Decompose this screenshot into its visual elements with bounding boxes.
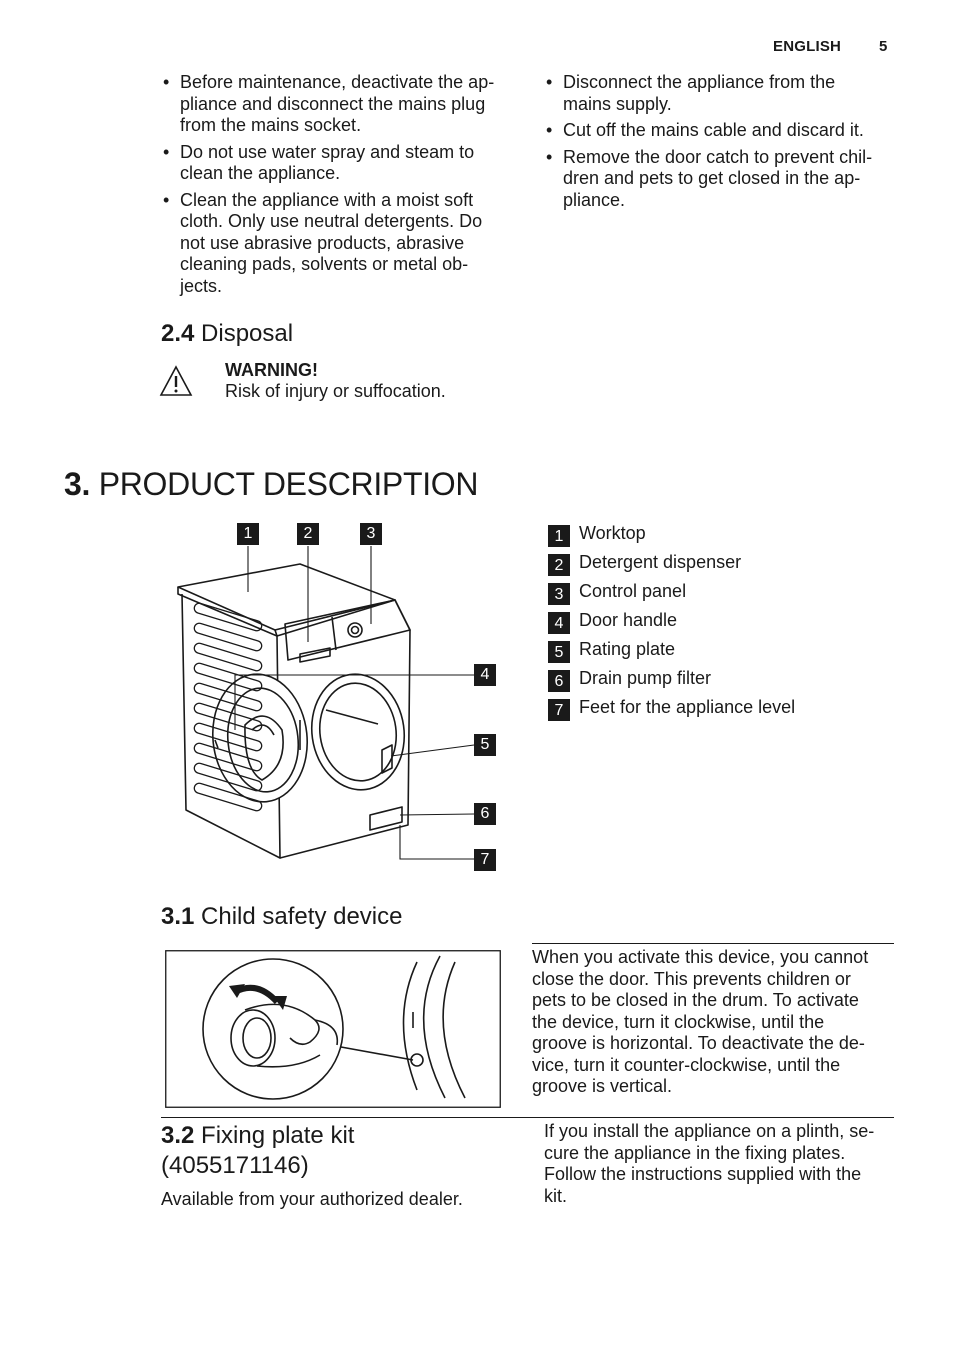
disposal-title: Disposal: [201, 320, 294, 347]
child-safety-number: 3.1: [161, 903, 195, 930]
warning-text: Risk of injury or suffocation.: [225, 381, 446, 401]
fixing-plate-part-number: (4055171146): [161, 1152, 309, 1179]
legend-item: 1 Worktop: [548, 522, 898, 551]
legend-label: Worktop: [579, 523, 646, 543]
legend-label: Rating plate: [579, 639, 676, 659]
legend-number-badge: 4: [548, 612, 570, 634]
callout-7: 7: [474, 849, 496, 871]
child-safety-illustration: [165, 950, 501, 1108]
legend-number-badge: 3: [548, 583, 570, 605]
header-language: ENGLISH: [773, 38, 842, 55]
bullet-item: Cut off the mains cable and discard it.: [544, 120, 904, 142]
callout-4: 4: [474, 664, 496, 686]
bullet-item: Disconnect the appliance from the mains …: [544, 72, 904, 115]
child-safety-text: When you activate this device, you canno…: [532, 947, 869, 1096]
warning-title: WARNING!: [225, 360, 318, 380]
fixing-plate-title: Fixing plate kit: [201, 1122, 355, 1149]
callout-3: 3: [360, 523, 382, 545]
legend-number-badge: 7: [548, 699, 570, 721]
maintenance-list-left: Before maintenance, deactivate the ap- p…: [161, 72, 521, 302]
page-number: 5: [879, 38, 888, 55]
legend-item: 5 Rating plate: [548, 638, 898, 667]
legend-number-badge: 5: [548, 641, 570, 663]
legend-label: Door handle: [579, 610, 678, 630]
legend-label: Feet for the appliance level: [579, 697, 796, 717]
product-description-title: PRODUCT DESCRIPTION: [98, 466, 479, 502]
maintenance-list-right: Disconnect the appliance from the mains …: [544, 72, 904, 216]
callout-2: 2: [297, 523, 319, 545]
legend-item: 4 Door handle: [548, 609, 898, 638]
fixing-plate-availability: Available from your authorized dealer.: [161, 1189, 463, 1209]
fixing-plate-number: 3.2: [161, 1122, 195, 1149]
fixing-plate-rule: [161, 1117, 894, 1118]
legend-item: 2 Detergent dispenser: [548, 551, 898, 580]
legend-label: Drain pump filter: [579, 668, 712, 688]
legend-item: 3 Control panel: [548, 580, 898, 609]
product-description-heading: 3. PRODUCT DESCRIPTION: [64, 465, 479, 503]
callout-5: 5: [474, 734, 496, 756]
fixing-plate-heading: 3.2 Fixing plate kit (4055171146): [161, 1121, 354, 1181]
warning-icon: [159, 365, 193, 396]
legend-label: Detergent dispenser: [579, 552, 742, 572]
child-safety-rule: [532, 943, 894, 944]
disposal-heading: 2.4 Disposal: [161, 319, 293, 349]
washing-machine-illustration: [177, 546, 475, 860]
bullet-item: Remove the door catch to prevent chil- d…: [544, 147, 904, 212]
callout-1: 1: [237, 523, 259, 545]
bullet-item: Clean the appliance with a moist soft cl…: [161, 190, 521, 298]
legend-number-badge: 1: [548, 525, 570, 547]
product-description-number: 3.: [64, 466, 91, 502]
legend-item: 6 Drain pump filter: [548, 667, 898, 696]
child-safety-heading: 3.1 Child safety device: [161, 902, 402, 932]
child-safety-title: Child safety device: [201, 903, 403, 930]
component-legend: 1 Worktop 2 Detergent dispenser 3 Control pan…: [548, 522, 898, 725]
legend-item: 7 Feet for the appliance level: [548, 696, 898, 725]
disposal-number: 2.4: [161, 320, 195, 347]
bullet-item: Before maintenance, deactivate the ap- p…: [161, 72, 521, 137]
callout-6: 6: [474, 803, 496, 825]
legend-number-badge: 2: [548, 554, 570, 576]
fixing-plate-text: If you install the appliance on a plinth…: [544, 1121, 875, 1206]
legend-number-badge: 6: [548, 670, 570, 692]
legend-label: Control panel: [579, 581, 687, 601]
bullet-item: Do not use water spray and steam to clea…: [161, 142, 521, 185]
